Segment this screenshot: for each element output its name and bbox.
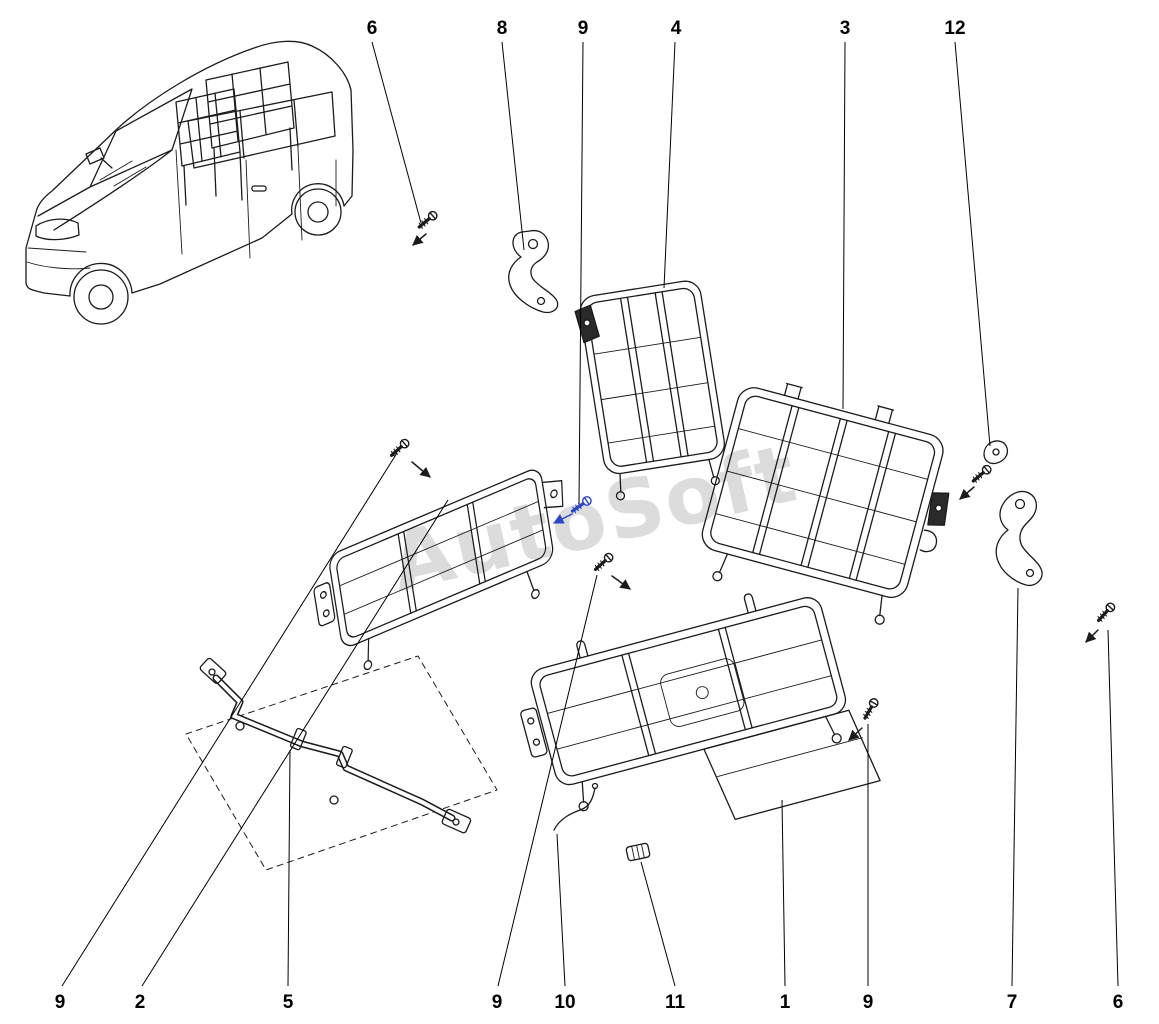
- callout-label: 12: [944, 18, 965, 39]
- headrest-guides: [783, 382, 895, 424]
- callout-bottom-9b[interactable]: 9: [492, 574, 598, 1013]
- interior-seat-frames-ghost: [175, 61, 295, 206]
- insert-arrow: [412, 233, 427, 246]
- callout-label: 10: [554, 992, 575, 1013]
- callout-label: 3: [840, 18, 851, 39]
- rear-wheel-hub: [307, 201, 329, 223]
- callout-bottom-9a[interactable]: 9: [55, 452, 398, 1013]
- part-bushing[interactable]: [625, 842, 651, 862]
- front-wheel: [73, 269, 129, 325]
- callout-top-4[interactable]: 4: [663, 18, 682, 289]
- leader-line: [1107, 629, 1119, 987]
- bolt-part12[interactable]: [968, 462, 995, 486]
- callout-bottom-11[interactable]: 11: [640, 861, 686, 1013]
- leg-loop: [660, 658, 745, 727]
- hood-crease: [37, 149, 173, 231]
- side-windows: [187, 91, 336, 169]
- door-handle: [251, 185, 267, 192]
- insert-arrow: [959, 486, 975, 500]
- insert-arrow: [611, 575, 631, 590]
- part-back-frame-small[interactable]: [573, 279, 731, 502]
- vehicle-body-outline: [25, 40, 354, 297]
- insert-arrow-highlighted: [553, 513, 573, 524]
- callout-label: 7: [1007, 992, 1018, 1013]
- callout-bottom-6[interactable]: 6: [1107, 629, 1124, 1013]
- part-hinge-bracket-lower[interactable]: [995, 490, 1043, 587]
- leader-line: [842, 41, 846, 410]
- part-back-frame-large[interactable]: [691, 370, 970, 633]
- callout-label: 9: [55, 992, 66, 1013]
- callout-top-3[interactable]: 3: [840, 18, 851, 410]
- callout-label: 9: [578, 18, 589, 39]
- callout-bottom-5[interactable]: 5: [283, 749, 294, 1013]
- leader-line: [1011, 587, 1019, 987]
- leader-line: [141, 499, 449, 987]
- rear-wheel: [294, 188, 342, 236]
- leader-line: [578, 41, 584, 505]
- callout-top-6[interactable]: 6: [367, 18, 422, 224]
- wipers: [99, 160, 147, 187]
- vehicle-illustration: [25, 40, 354, 325]
- callout-bottom-2[interactable]: 2: [135, 499, 449, 1013]
- side-mirror: [85, 147, 113, 169]
- callout-label: 8: [497, 18, 508, 39]
- grille-lines: [26, 247, 91, 270]
- insert-arrow: [1085, 629, 1099, 643]
- leader-line: [781, 799, 786, 987]
- leader-line: [287, 749, 291, 987]
- tube-end-plate: [199, 657, 227, 684]
- front-apron: [703, 709, 881, 821]
- door-seams: [175, 147, 337, 259]
- callout-label: 6: [1113, 992, 1124, 1013]
- end-plate: [520, 707, 548, 758]
- bolt-part9-c[interactable]: [859, 695, 882, 722]
- latch-lug: [541, 480, 564, 509]
- bolt-part9-a[interactable]: [387, 436, 413, 461]
- part-bent-rod[interactable]: [553, 782, 599, 831]
- tube-clamp: [289, 727, 307, 751]
- callout-top-8[interactable]: 8: [497, 18, 525, 251]
- callout-top-12[interactable]: 12: [944, 18, 991, 447]
- floor-latch-hooks: [576, 593, 757, 659]
- leader-line: [640, 861, 676, 987]
- callout-label: 9: [492, 992, 503, 1013]
- bolt-part6-lower[interactable]: [1093, 599, 1118, 625]
- leader-line: [61, 452, 398, 987]
- leader-line: [371, 41, 422, 224]
- part-clip[interactable]: [983, 440, 1009, 465]
- part-crossmember-assembly[interactable]: [185, 655, 498, 871]
- front-wheel-hub: [88, 284, 114, 310]
- tube-end-plate: [441, 808, 472, 834]
- callout-bottom-10[interactable]: 10: [554, 833, 576, 1013]
- callout-label: 11: [665, 992, 686, 1013]
- tube-clamp: [335, 745, 353, 769]
- callout-bottom-7[interactable]: 7: [1007, 587, 1019, 1013]
- callout-bottom-1[interactable]: 1: [780, 799, 791, 1013]
- leader-line: [556, 833, 566, 987]
- end-plate: [313, 582, 336, 627]
- part-cushion-frame-small[interactable]: [310, 458, 578, 686]
- callout-label: 2: [135, 992, 146, 1013]
- dashed-outline: [185, 655, 498, 871]
- callout-label: 1: [780, 992, 791, 1013]
- callout-label: 4: [671, 18, 682, 39]
- leader-line: [954, 41, 991, 447]
- callout-label: 9: [863, 992, 874, 1013]
- leader-line: [663, 41, 676, 289]
- leader-line: [497, 574, 598, 987]
- callout-label: 5: [283, 992, 294, 1013]
- headlight: [35, 218, 80, 241]
- insert-arrow: [848, 727, 863, 741]
- watermark: AutoSoft: [382, 426, 806, 610]
- leader-line: [501, 41, 525, 251]
- part-hinge-bracket-upper[interactable]: [508, 229, 559, 314]
- callout-label: 6: [367, 18, 378, 39]
- callout-bottom-9c[interactable]: 9: [863, 724, 874, 1013]
- callout-top-9[interactable]: 9: [578, 18, 589, 505]
- insert-arrow: [411, 461, 431, 478]
- part-cushion-frame-large[interactable]: [506, 573, 881, 866]
